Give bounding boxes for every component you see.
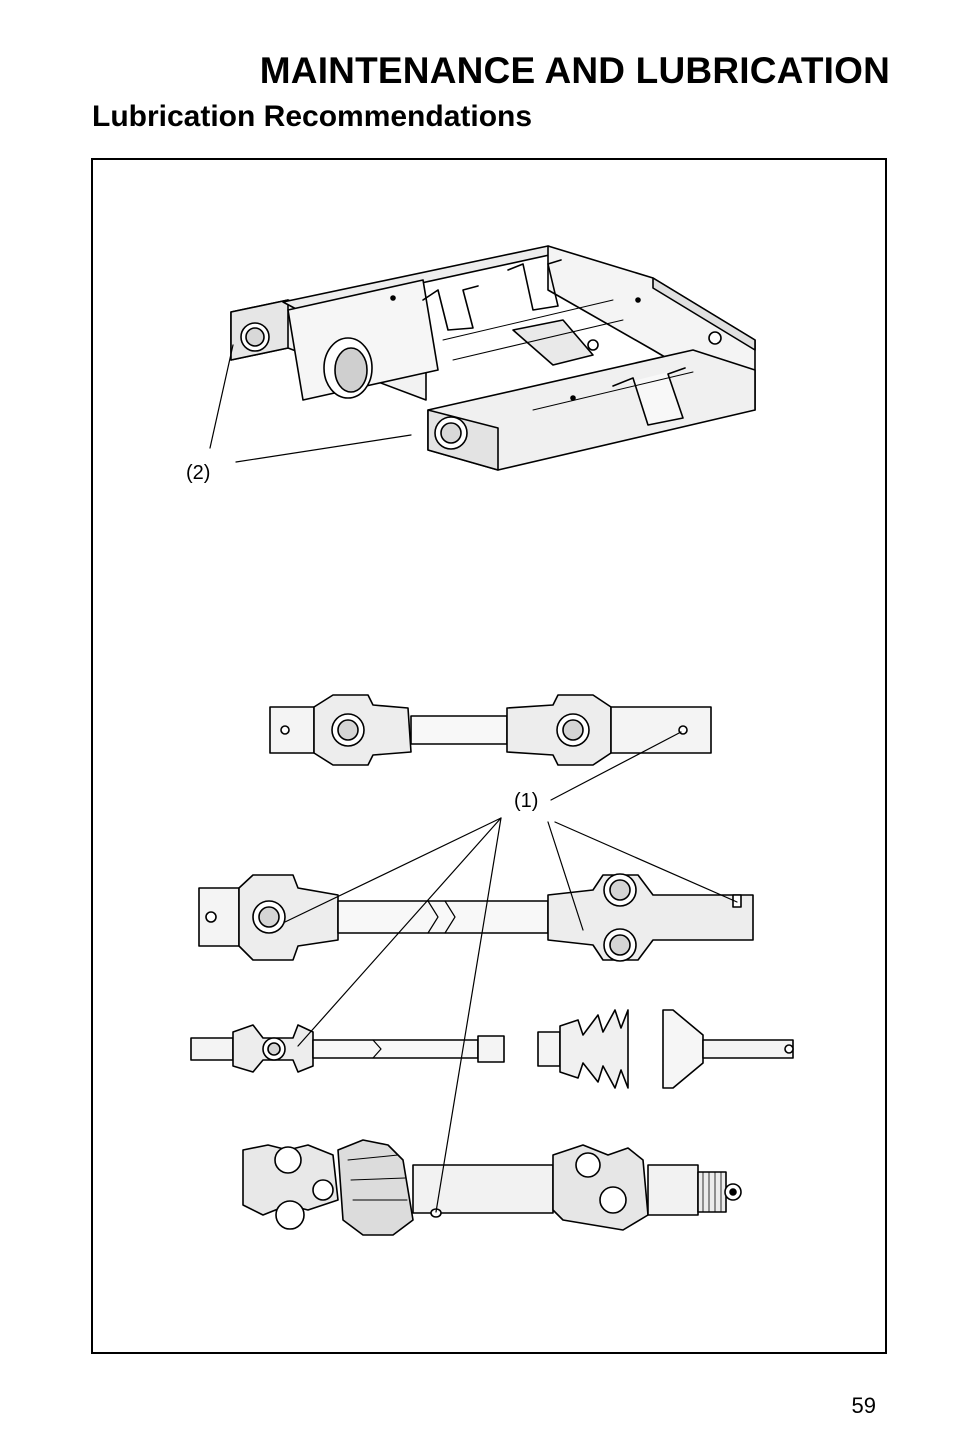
page-number: 59 [851, 1393, 876, 1418]
drive-shaft-3-illustration [190, 1009, 794, 1089]
lubrication-diagram [190, 245, 794, 1236]
callout-2: (2) [186, 462, 211, 484]
drive-shaft-2-illustration [198, 873, 754, 962]
drive-shaft-1-illustration [269, 694, 712, 766]
chapter-title: MAINTENANCE AND LUBRICATION [259, 50, 890, 91]
leader-lines-1 [284, 731, 738, 1213]
leader-line-2b [235, 434, 412, 463]
frame-illustration [230, 245, 756, 471]
drive-shaft-4-illustration [242, 1139, 742, 1236]
leader-line-2a [209, 344, 234, 449]
section-title: Lubrication Recommendations [92, 100, 533, 133]
figure-frame: (2) (1) [91, 158, 887, 1354]
callout-1: (1) [514, 790, 539, 812]
